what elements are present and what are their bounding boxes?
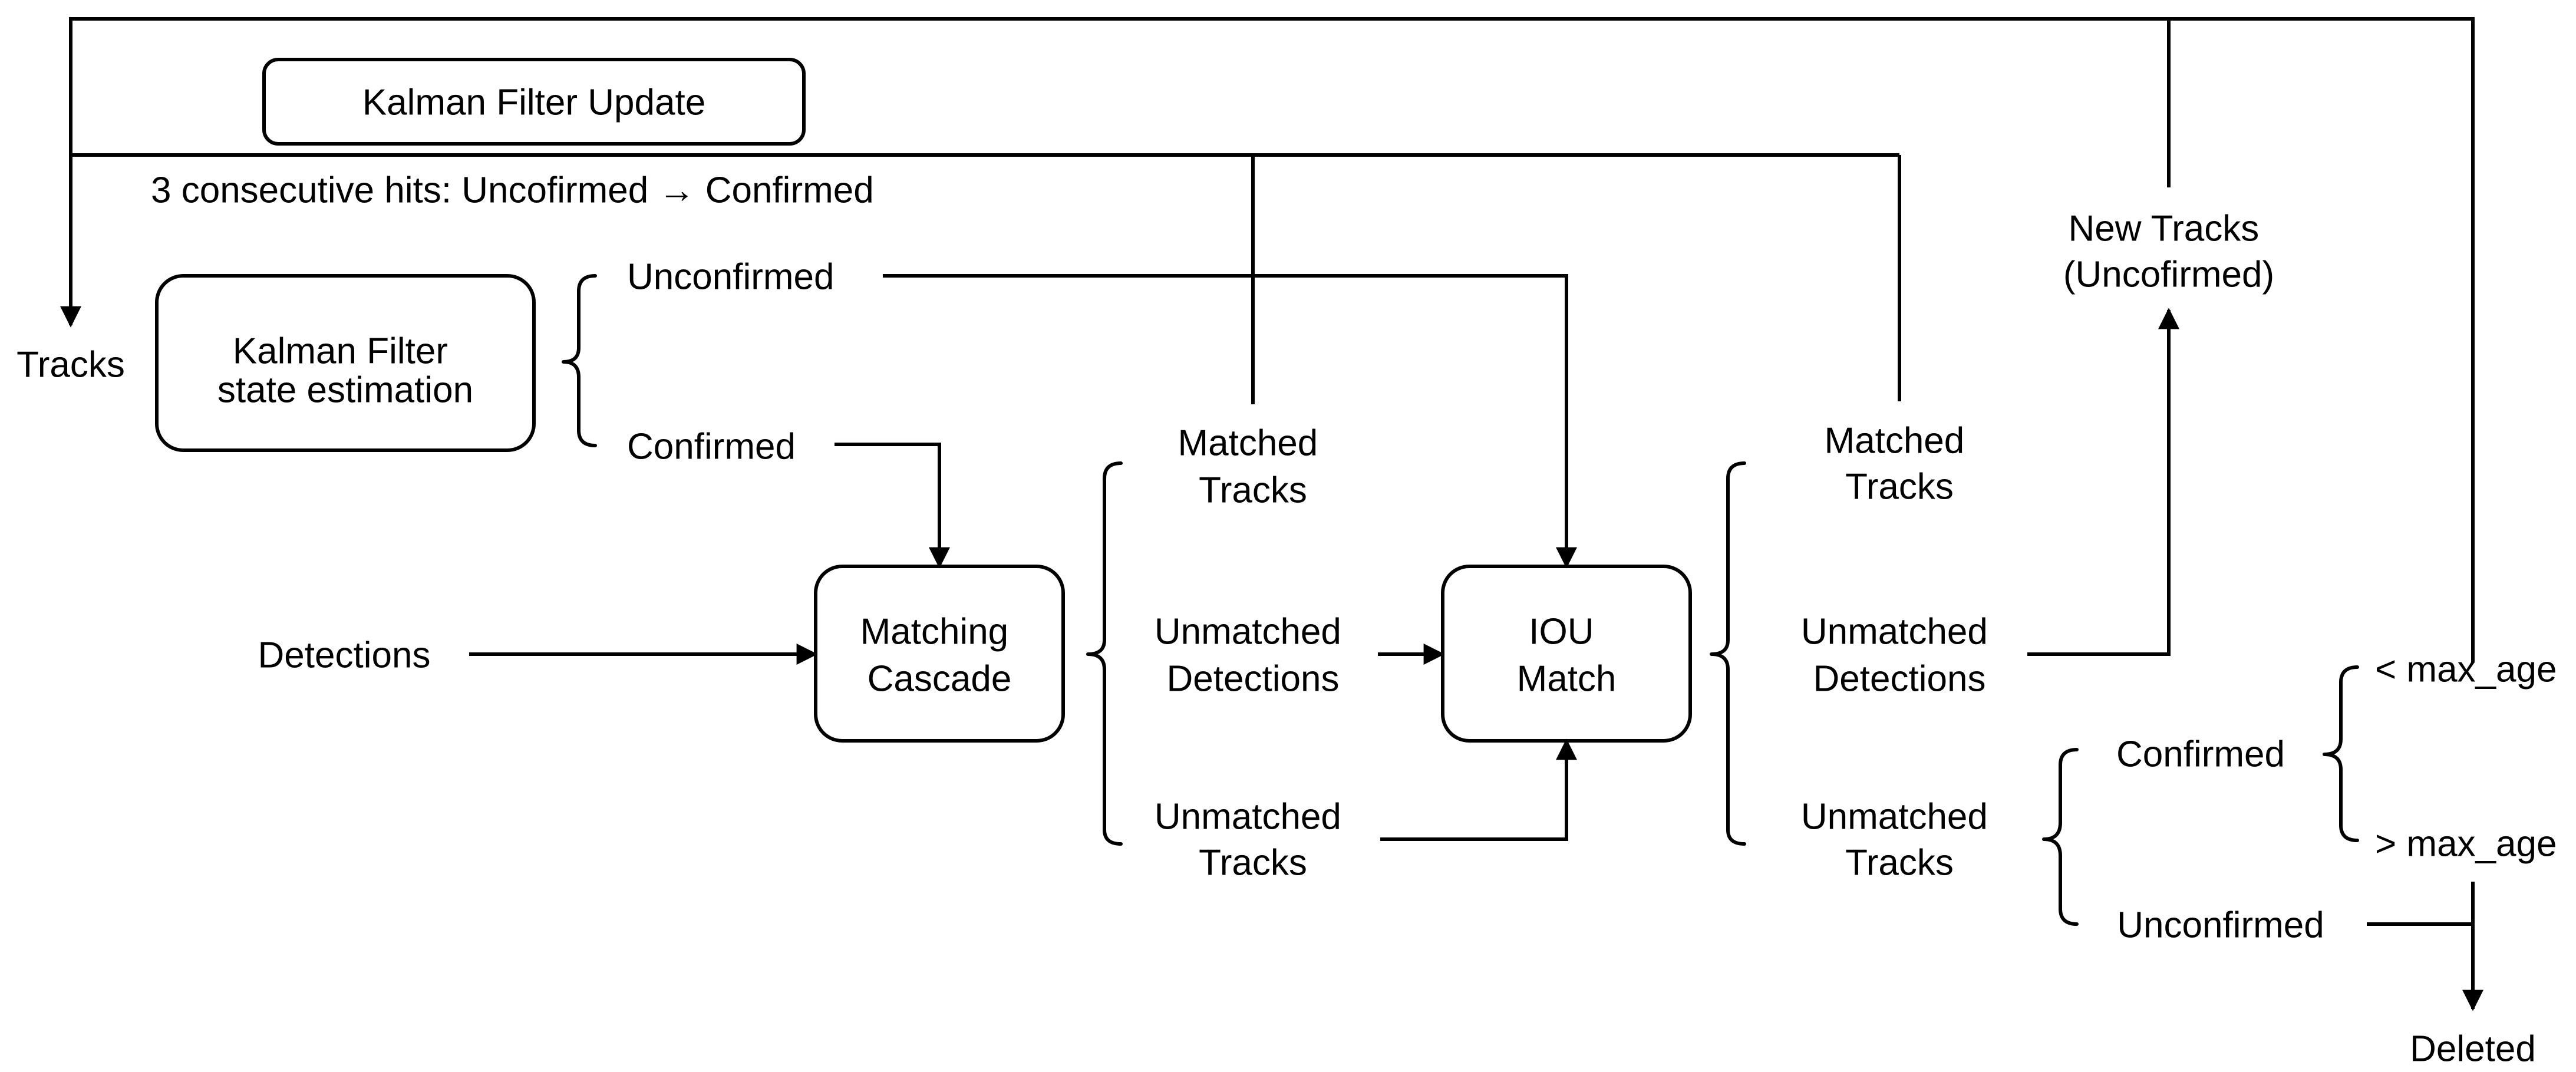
top-loop-line [60, 17, 2475, 662]
unmatched-tracks-to-iou-arrow [1380, 738, 1577, 841]
tracks-label: Tracks [17, 345, 125, 385]
iou-match-label: IOU Match [1517, 599, 1617, 700]
iou-output-brace [1710, 461, 1746, 846]
matching-cascade-label: Matching Cascade [860, 599, 1019, 700]
kalman-state-box [155, 274, 536, 452]
kalman-state-label: Kalman Filter state estimation [217, 319, 473, 411]
deleted-label: Deleted [2410, 1029, 2536, 1070]
kalman-update-box [262, 58, 806, 146]
confirmed-age-brace [2323, 665, 2359, 842]
unmatched-tracks-2-label: Unmatched Tracks [1801, 784, 1998, 883]
detections-label: Detections [258, 635, 431, 676]
matched-tracks-2-label: Matched Tracks [1824, 408, 1974, 507]
confirmed-to-cascade-arrow [835, 443, 950, 569]
new-tracks-label: New Tracks (Uncofirmed) [2063, 196, 2274, 295]
hits-note: 3 consecutive hits: Uncofirmed → Confirm… [151, 170, 874, 211]
unconfirmed-to-iou-arrow [883, 274, 1577, 569]
kalman-brace [562, 274, 597, 447]
confirmed-top-label: Confirmed [627, 427, 796, 467]
cascade-output-brace [1086, 461, 1123, 846]
unmatched-detections-to-new-tracks-arrow [2027, 308, 2179, 656]
unmatched-tracks-brace [2042, 748, 2079, 926]
matched-tracks-1-label: Matched Tracks [1177, 411, 1328, 511]
matching-cascade-box [814, 565, 1065, 743]
gt-max-age-label: > max_age [2375, 824, 2557, 865]
iou-match-box [1441, 565, 1692, 743]
unmatched-tracks-1-label: Unmatched Tracks [1155, 784, 1351, 883]
kalman-update-label: Kalman Filter Update [362, 83, 705, 123]
lt-max-age-label: < max_age [2375, 649, 2557, 690]
unmatched-detections-1-label: Unmatched Detections [1155, 599, 1351, 700]
confirmed-bottom-label: Confirmed [2116, 734, 2285, 775]
unconfirmed-bottom-label: Unconfirmed [2117, 905, 2324, 946]
unconfirmed-top-label: Unconfirmed [627, 257, 834, 298]
unmatched-detections-2-label: Unmatched Detections [1801, 599, 1998, 700]
